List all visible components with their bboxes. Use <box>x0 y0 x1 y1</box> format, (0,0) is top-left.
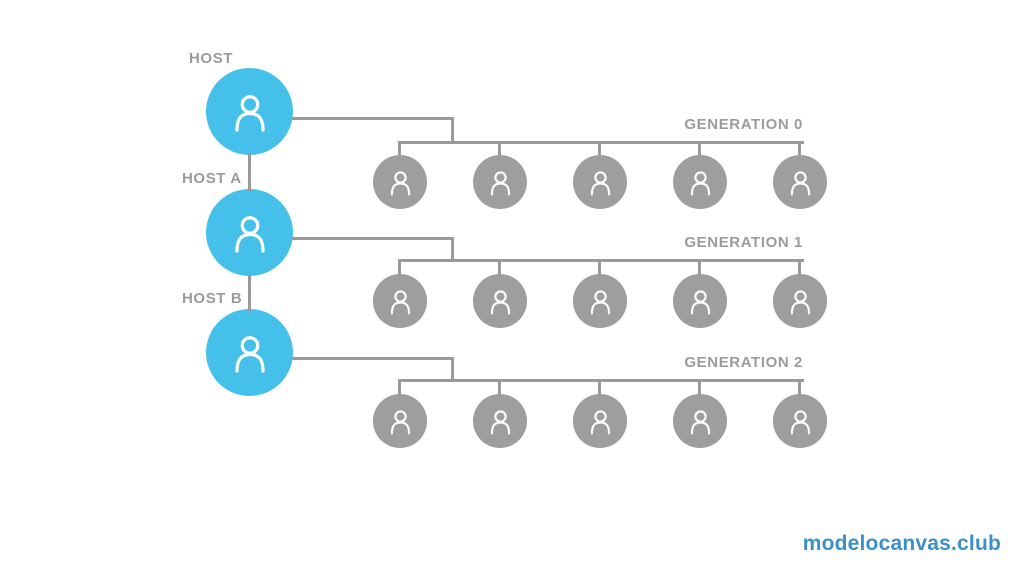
generation-2-label: GENERATION 2 <box>684 354 803 371</box>
member-avatar <box>373 274 427 328</box>
member-avatar <box>473 274 527 328</box>
person-icon <box>690 409 710 434</box>
connector-line <box>398 379 401 396</box>
member-avatar <box>773 155 827 209</box>
host-label: HOST <box>189 50 234 67</box>
connector-line <box>498 379 501 396</box>
member-avatar <box>773 274 827 328</box>
person-icon <box>234 215 265 253</box>
member-avatar <box>573 394 627 448</box>
connector-line <box>451 237 454 262</box>
connector-line <box>798 259 801 276</box>
connector-line <box>598 141 601 157</box>
member-avatar <box>573 155 627 209</box>
member-avatar <box>673 394 727 448</box>
member-avatar <box>373 394 427 448</box>
person-icon <box>390 170 410 195</box>
connector-line <box>698 141 701 157</box>
host-chain-connector <box>248 154 251 191</box>
generation-0-label: GENERATION 0 <box>684 116 803 133</box>
person-icon <box>490 170 510 195</box>
person-icon <box>790 409 810 434</box>
person-icon <box>590 170 610 195</box>
person-icon <box>690 170 710 195</box>
connector-line <box>598 379 601 396</box>
host-b-avatar <box>206 309 293 396</box>
member-avatar <box>473 155 527 209</box>
connector-line <box>292 357 454 360</box>
connector-line <box>451 117 454 144</box>
host-b-label: HOST B <box>182 290 243 307</box>
person-icon <box>790 289 810 314</box>
person-icon <box>390 409 410 434</box>
generation-1-label: GENERATION 1 <box>684 234 803 251</box>
person-icon <box>490 409 510 434</box>
member-avatar <box>573 274 627 328</box>
connector-line <box>292 237 454 240</box>
connector-line <box>798 379 801 396</box>
connector-line <box>399 259 804 262</box>
member-avatar <box>673 155 727 209</box>
connector-line <box>598 259 601 276</box>
connector-line <box>698 379 701 396</box>
connector-line <box>798 141 801 157</box>
member-avatar <box>673 274 727 328</box>
connector-line <box>292 117 454 120</box>
connector-line <box>398 259 401 276</box>
watermark-link[interactable]: modelocanvas.club <box>802 532 1001 555</box>
person-icon <box>490 289 510 314</box>
person-icon <box>590 289 610 314</box>
person-icon <box>790 170 810 195</box>
host-avatar <box>206 68 293 155</box>
connector-line <box>451 357 454 382</box>
connector-line <box>698 259 701 276</box>
host-chain-connector <box>248 275 251 311</box>
connector-line <box>498 259 501 276</box>
person-icon <box>234 94 265 132</box>
member-avatar <box>773 394 827 448</box>
person-icon <box>690 289 710 314</box>
person-icon <box>590 409 610 434</box>
connector-line <box>498 141 501 157</box>
member-avatar <box>473 394 527 448</box>
connector-line <box>399 379 804 382</box>
person-icon <box>234 335 265 373</box>
person-icon <box>390 289 410 314</box>
connector-line <box>398 141 401 157</box>
member-avatar <box>373 155 427 209</box>
host-a-label: HOST A <box>182 170 242 187</box>
connector-line <box>399 141 804 144</box>
host-a-avatar <box>206 189 293 276</box>
